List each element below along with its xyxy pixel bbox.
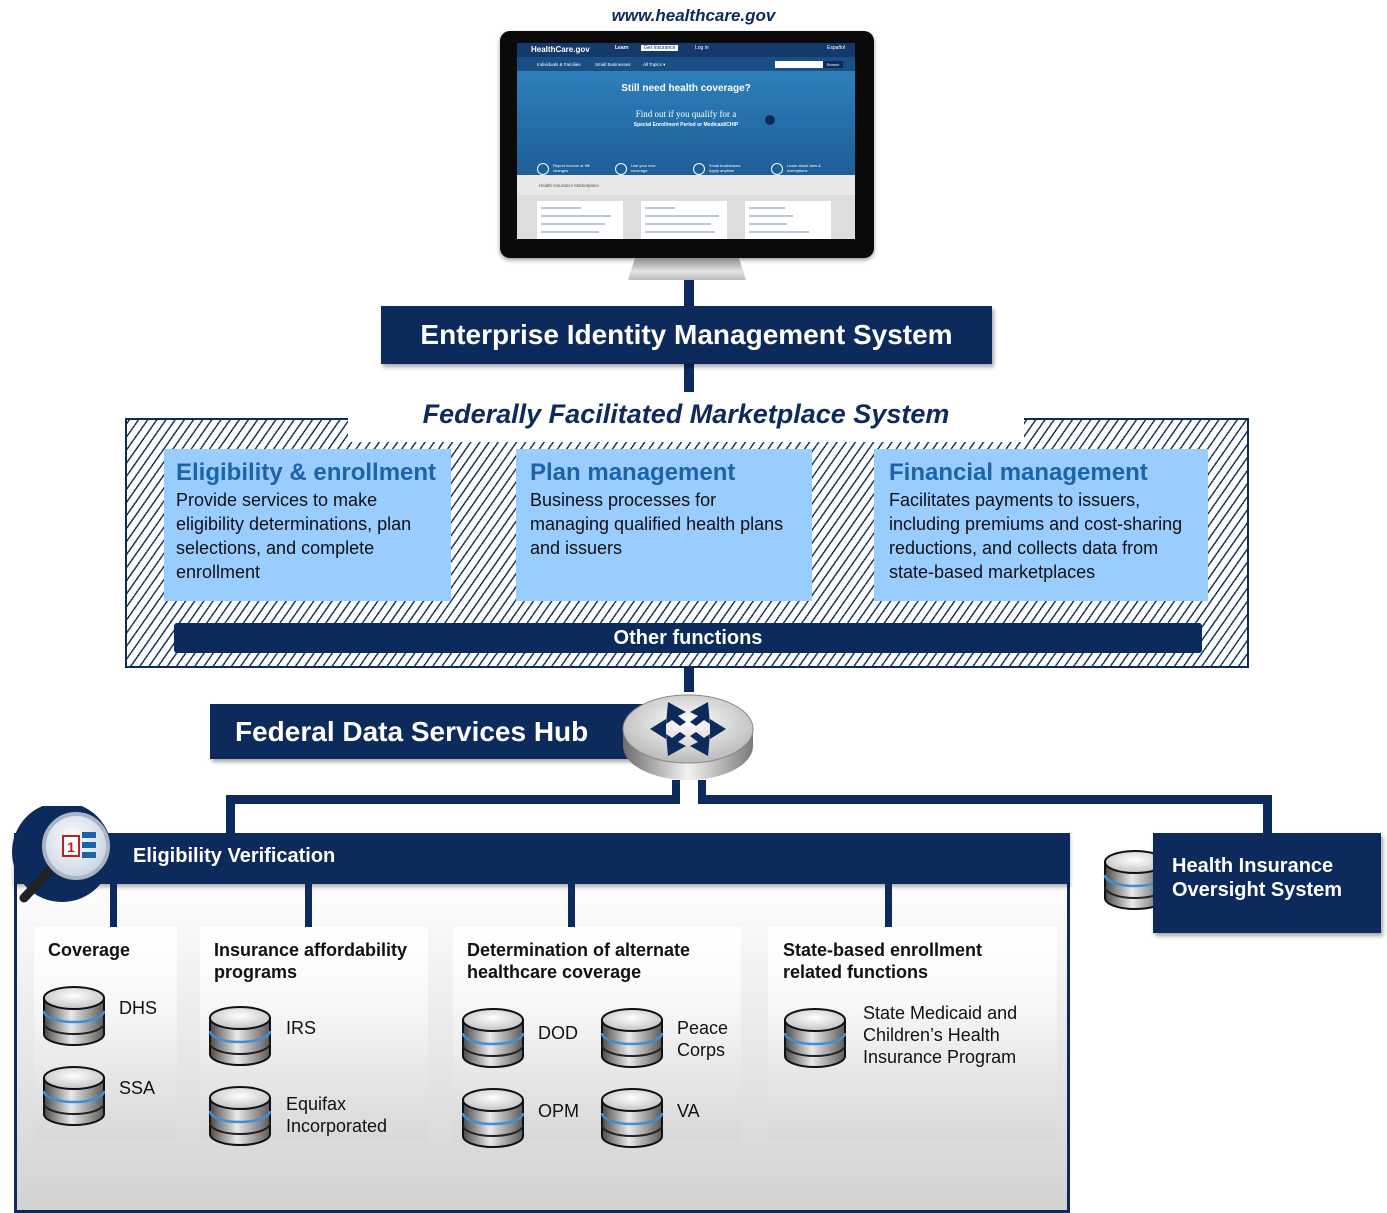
connector-hub-left (672, 780, 680, 802)
irs-database-icon (208, 1006, 272, 1066)
dod-database-icon (461, 1008, 525, 1068)
magnifier-icon: 1 (12, 806, 112, 903)
va-label: VA (677, 1101, 700, 1121)
eligibility-verification-header (14, 833, 1070, 884)
screen-report-icon (537, 163, 549, 175)
plan-management-box: Plan management Business processes for m… (516, 449, 812, 601)
medicaid-chip-label: State Medicaid and Children’s Health Ins… (863, 1003, 1018, 1067)
other-functions-bar: Other functions (174, 623, 1202, 653)
screen-subhead-2: Special Enrollment Period or Medicaid/CH… (633, 122, 739, 128)
financial-management-box: Financial management Facilitates payment… (874, 449, 1208, 601)
screen-action-4: Learn about fees & exemptions (787, 163, 821, 173)
peace-corps-label: Peace Corps (677, 1018, 729, 1060)
state-functions-title: State-based enrollment related functions (783, 940, 983, 982)
financial-management-text: Facilitates payments to issuers, includi… (889, 490, 1183, 582)
eligibility-enrollment-title: Eligibility & enrollment (176, 459, 437, 486)
state-functions-panel: State-based enrollment related functions (768, 927, 1057, 1141)
screen-marketplace-label: Health Insurance Marketplace (539, 183, 599, 188)
eligibility-enrollment-text: Provide services to make eligibility det… (176, 490, 412, 582)
dhs-label: DHS (119, 998, 158, 1018)
screen-headline: Still need health coverage? (621, 83, 751, 94)
ffm-title-background (348, 392, 1024, 442)
stem-afford (305, 882, 312, 928)
healthcare-url[interactable]: www.healthcare.gov (611, 6, 776, 25)
monitor-stand (628, 258, 746, 280)
screen-tab-espanol: Español (827, 45, 846, 51)
screen-logo: HealthCare.gov (531, 45, 590, 54)
peace-corps-database-icon (600, 1008, 664, 1068)
connector-to-ev (226, 795, 680, 804)
monitor: HealthCare.gov Learn Get Insurance Log i… (500, 31, 874, 258)
alternate-coverage-title: Determination of alternate healthcare co… (467, 940, 691, 982)
screen-subhead: Find out if you qualify for a (635, 109, 737, 119)
opm-label: OPM (538, 1101, 580, 1121)
screen-search-button: Search (823, 61, 843, 68)
screen-tab-login: Log in (695, 45, 709, 51)
router-icon (622, 694, 754, 780)
screen-plus-icon (615, 163, 627, 175)
opm-database-icon (461, 1088, 525, 1148)
plan-management-title: Plan management (530, 459, 736, 486)
ffm-title: Federally Facilitated Marketplace System (422, 399, 950, 429)
hios-title: Health Insurance Oversight System (1172, 855, 1343, 901)
screen-fees-icon (771, 163, 783, 175)
screen-nav-all-topics: All Topics ▾ (643, 62, 666, 67)
screen-action-2: Use your new coverage (631, 163, 656, 173)
equifax-database-icon (208, 1086, 272, 1146)
data-services-hub: Federal Data Services Hub (210, 704, 650, 759)
connector-monitor-eims (684, 280, 694, 306)
screen-nav-small-business: Small Businesses (595, 62, 631, 67)
screen-action-3: Small businesses: Apply anytime (709, 163, 742, 173)
screen-tab-learn: Learn (615, 45, 629, 51)
affordability-title: Insurance affordability programs (214, 940, 408, 982)
coverage-title: Coverage (48, 940, 131, 960)
connector-to-hios (698, 795, 1272, 804)
connector-ffm-hub (684, 664, 694, 692)
svg-text:1: 1 (67, 839, 75, 855)
screen-search-input (775, 61, 823, 68)
connector-eims-ffm (684, 364, 694, 396)
screen-action-1: Report income or life changes (553, 163, 590, 173)
eligibility-verification-title: Eligibility Verification (133, 845, 336, 867)
screen-business-icon (693, 163, 705, 175)
va-database-icon (600, 1088, 664, 1148)
stem-alt (568, 882, 575, 928)
screen-go-icon (765, 115, 775, 125)
ssa-database-icon (42, 1066, 106, 1126)
connector-ev-drop (226, 795, 235, 835)
screen-nav-individuals: Individuals & Families (537, 62, 581, 67)
irs-label: IRS (286, 1018, 317, 1038)
plan-management-text: Business processes for managing qualifie… (530, 490, 784, 558)
hios-database-icon (1103, 850, 1167, 910)
hios-box (1153, 833, 1381, 933)
dhs-database-icon (42, 986, 106, 1046)
equifax-label: Equifax Incorporated (286, 1094, 388, 1136)
dod-label: DOD (538, 1023, 578, 1043)
stem-coverage (110, 882, 117, 928)
eims-box: Enterprise Identity Management System (381, 306, 992, 364)
website-screenshot: HealthCare.gov Learn Get Insurance Log i… (517, 43, 855, 239)
ssa-label: SSA (119, 1078, 156, 1098)
stem-state (885, 882, 892, 928)
screen-tab-get-insurance: Get Insurance (641, 45, 679, 51)
medicaid-database-icon (783, 1008, 847, 1068)
financial-management-title: Financial management (889, 459, 1148, 486)
connector-hios-drop (1263, 795, 1272, 835)
connector-hub-right (698, 780, 706, 802)
eligibility-enrollment-box: Eligibility & enrollment Provide service… (164, 449, 451, 601)
